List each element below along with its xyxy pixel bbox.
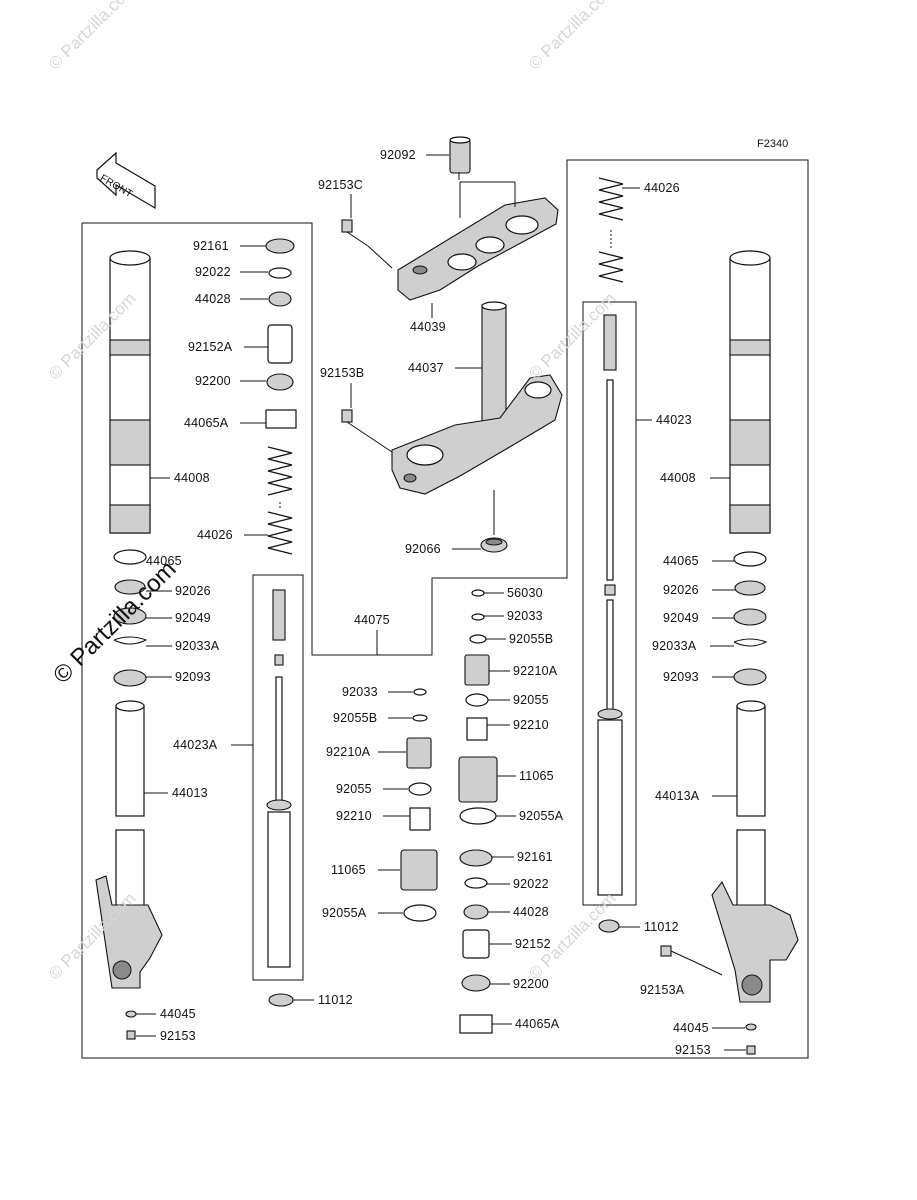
label-92153B: 92153B [320,366,365,380]
right-bottom-bolts-icon [660,945,757,1055]
label-44037: 44037 [408,361,444,375]
label-92055B-mid: 92055B [509,632,554,646]
mid-column-parts-icon [458,589,498,1034]
center-column-parts-icon [400,688,438,922]
label-44065A-left: 44065A [184,416,229,430]
label-44028-left: 44028 [195,292,231,306]
damper-inner-frame [252,574,304,981]
label-11065-center: 11065 [331,863,366,877]
label-44075: 44075 [354,613,390,627]
label-11012-left: 11012 [318,993,353,1007]
label-92153A: 92153A [640,983,685,997]
left-damper-rod-icon [266,589,294,1007]
label-11065-mid: 11065 [519,769,554,783]
label-56030: 56030 [507,586,543,600]
steering-stem-icon [391,301,563,535]
label-44065-right: 44065 [663,554,699,568]
label-44028-mid: 44028 [513,905,549,919]
label-11012-right: 11012 [644,920,679,934]
label-44026-left: 44026 [197,528,233,542]
left-bottom-bolts-icon [125,1010,137,1040]
label-44065A-mid: 44065A [515,1017,560,1031]
label-92092: 92092 [380,148,416,162]
bolt-92153C-icon [341,219,393,269]
label-92200-left: 92200 [195,374,231,388]
label-92055A-mid: 92055A [519,809,564,823]
label-92033A-left: 92033A [175,639,220,653]
label-92066: 92066 [405,542,441,556]
label-92210A-mid: 92210A [513,664,558,678]
figure-ref: F2340 [757,138,789,150]
label-92153-left: 92153 [160,1029,196,1043]
leader-lines [136,154,746,1051]
front-arrow-icon [96,151,156,210]
label-92022-left: 92022 [195,265,231,279]
label-92026-right: 92026 [663,583,699,597]
label-92200-mid: 92200 [513,977,549,991]
label-92153-right: 92153 [675,1043,711,1057]
right-outer-tube-icon [729,250,771,534]
label-92022-mid: 92022 [513,877,549,891]
label-92210-mid: 92210 [513,718,549,732]
label-92161-left: 92161 [193,239,229,253]
label-92152-mid: 92152 [515,937,551,951]
right-seals-icon [733,551,768,686]
group-frames [81,159,809,1059]
label-92055B-center: 92055B [333,711,378,725]
label-44023A: 44023A [173,738,218,752]
upper-bracket-icon [397,136,559,301]
label-44026-top: 44026 [644,181,680,195]
right-damper-rod-icon [597,314,623,933]
left-spring-icon [267,446,293,555]
label-92210-center: 92210 [336,809,372,823]
label-92161-mid: 92161 [517,850,553,864]
right-top-spring-icon [598,177,624,283]
label-92055-center: 92055 [336,782,372,796]
left-inner-tube-icon [95,700,163,989]
label-92093-right: 92093 [663,670,699,684]
label-44039: 44039 [410,320,446,334]
label-92049-left: 92049 [175,611,211,625]
label-92153C: 92153C [318,178,363,192]
label-44013A: 44013A [655,789,700,803]
label-92055A-center: 92055A [322,906,367,920]
bolt-92153B-icon [341,409,393,453]
left-cap-parts-icon [265,238,297,429]
label-92093-left: 92093 [175,670,211,684]
label-92055-mid: 92055 [513,693,549,707]
label-44023: 44023 [656,413,692,427]
label-44008-right: 44008 [660,471,696,485]
right-damper-frame [582,301,637,906]
label-44008-left: 44008 [174,471,210,485]
label-92026-left: 92026 [175,584,211,598]
right-inner-tube-icon [711,700,799,1003]
left-group-frame [81,159,809,1059]
label-92210A-center: 92210A [326,745,371,759]
left-outer-tube-icon [109,250,151,534]
seal-92066-icon [480,537,508,553]
label-44065-left: 44065 [146,554,182,568]
label-44013: 44013 [172,786,208,800]
left-seals-icon [113,549,148,687]
label-92049-right: 92049 [663,611,699,625]
label-44045-right: 44045 [673,1021,709,1035]
label-92033A-right: 92033A [652,639,697,653]
label-92152A: 92152A [188,340,233,354]
label-92033-mid: 92033 [507,609,543,623]
label-92033-center: 92033 [342,685,378,699]
label-44045-left: 44045 [160,1007,196,1021]
